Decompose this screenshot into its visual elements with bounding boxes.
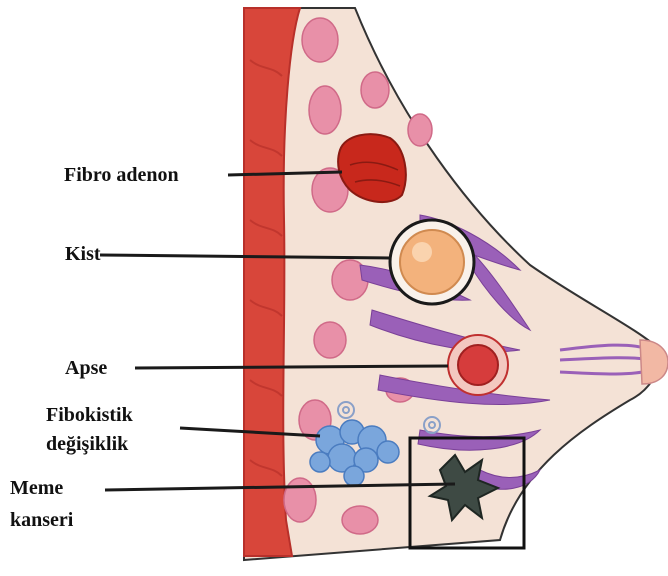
label-cancer-1: Meme [10,478,63,498]
label-fibroadenoma: Fibro adenon [64,165,179,185]
label-fibrocystic-1: Fibokistik [46,405,133,425]
label-fibrocystic-2: değişiklik [46,434,128,454]
cyst-mass [390,220,474,304]
nipple [640,340,668,384]
label-abscess: Apse [65,358,107,378]
label-cyst: Kist [65,244,101,264]
label-cancer-2: kanseri [10,510,73,530]
abscess-mass [448,335,508,395]
